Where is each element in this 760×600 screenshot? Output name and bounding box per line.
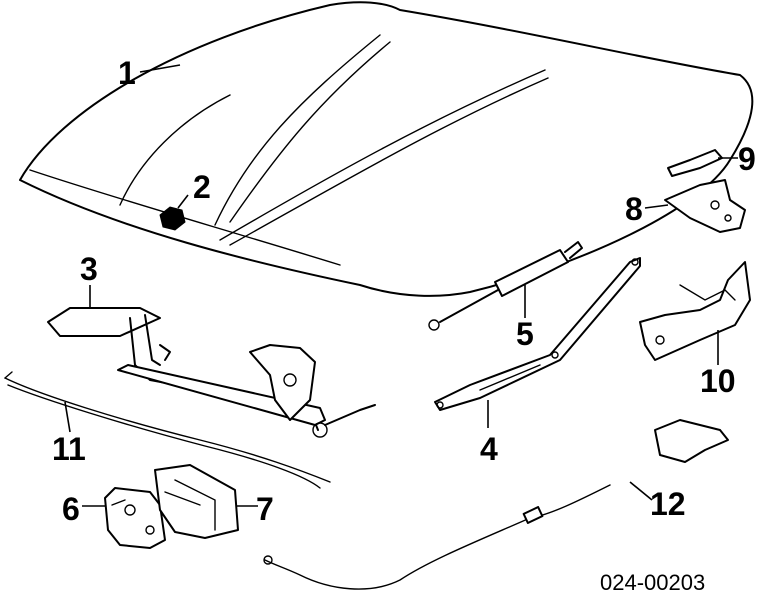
hood-panel [19,1,754,297]
callout-2: 2 [193,169,211,205]
callout-6: 6 [62,491,80,527]
callout-12: 12 [650,486,686,522]
hood-support-link [434,257,641,411]
hinge-plate [639,261,751,361]
release-cable [4,371,331,489]
callout-1: 1 [118,55,136,91]
release-handle-assembly [263,419,729,590]
hood-bumper [159,206,186,231]
hood-striker [664,179,746,233]
callout-9: 9 [738,141,756,177]
leader-lines [64,64,738,507]
latch-support-bracket [154,464,239,539]
callout-11: 11 [52,431,86,467]
hood-latch [104,487,166,549]
callout-8: 8 [625,191,643,227]
striker-clip [667,149,723,177]
callout-10: 10 [700,363,736,399]
callout-4: 4 [480,431,498,467]
callout-5: 5 [516,316,534,352]
callout-3: 3 [80,251,98,287]
diagram-code: 024-00203 [600,570,705,595]
hood-gas-strut [428,241,583,331]
callout-7: 7 [256,491,274,527]
hood-hinge-assembly [47,307,376,438]
